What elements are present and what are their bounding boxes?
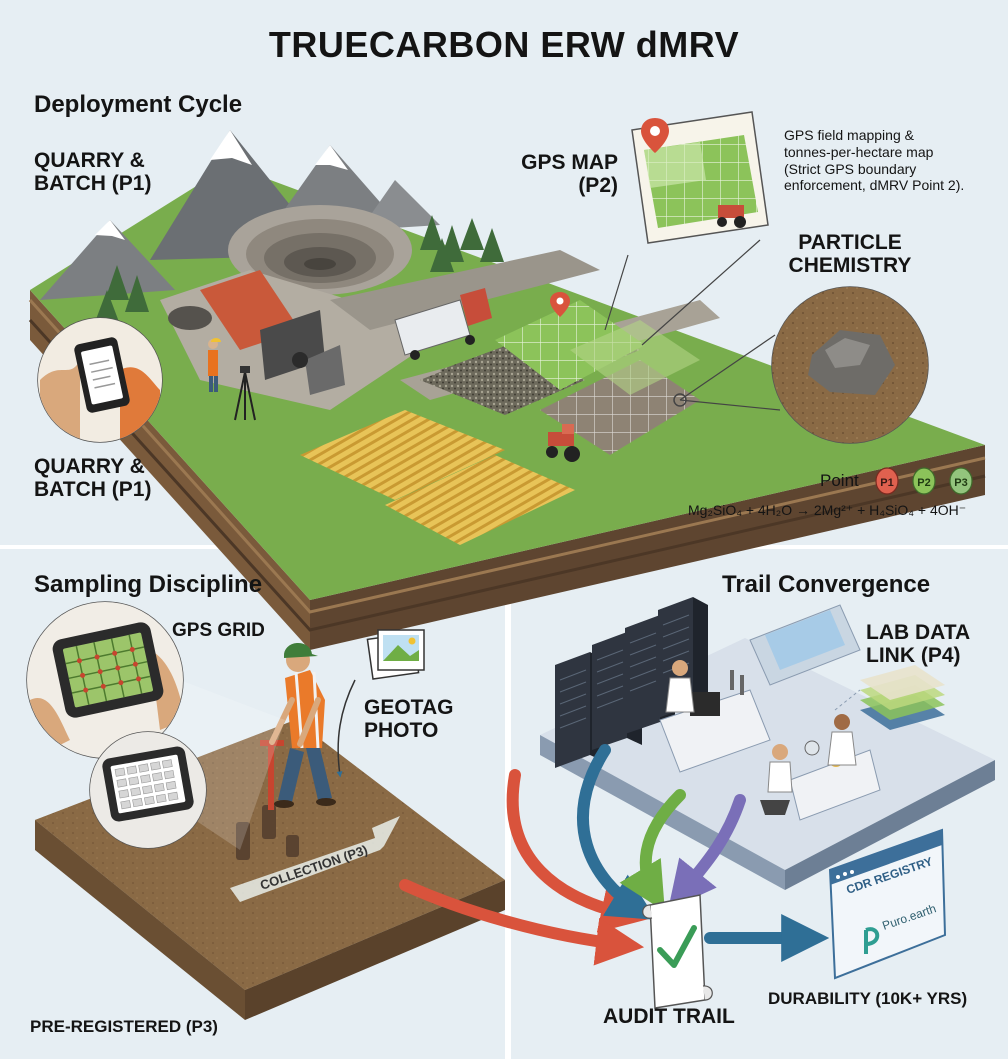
trees <box>95 215 504 322</box>
label-audit-trail: AUDIT TRAIL <box>603 1005 735 1028</box>
section-title-deployment: Deployment Cycle <box>34 91 243 118</box>
field-worker <box>208 338 256 421</box>
sampling-worker <box>260 642 336 810</box>
label-lab-data-link: LAB DATA LINK (P4) <box>866 621 971 667</box>
point-badge-p1-label: P1 <box>880 477 893 489</box>
crusher-machine <box>168 270 345 395</box>
point-badge-p2 <box>912 467 936 495</box>
sample-cores <box>236 805 299 860</box>
point-badge-p3 <box>949 467 973 495</box>
label-durability: DURABILITY (10K+ YRS) <box>768 989 968 1008</box>
chemical-equation: Mg₂SiO₄ + 4H₂O → 2Mg²⁺ + H₄SiO₄ + 4OH⁻ <box>688 502 967 518</box>
label-quarry-batch-top: QUARRY & BATCH (P1) <box>34 149 152 195</box>
label-particle-chemistry: PARTICLE CHEMISTRY <box>788 231 912 277</box>
phone-callout <box>37 317 163 443</box>
tablet-grid-callout <box>26 601 184 759</box>
geotag-pointer-line <box>336 679 356 778</box>
data-layers-icon <box>834 665 945 730</box>
point-legend-label: Point <box>820 471 859 490</box>
cdr-registry-window <box>828 828 947 980</box>
label-quarry-batch-bottom: QUARRY & BATCH (P1) <box>34 455 152 501</box>
audit-trail-document <box>642 894 713 1009</box>
convergence-arrows <box>399 744 830 966</box>
lab-scientists <box>665 660 857 815</box>
check-icon <box>657 925 697 968</box>
puro-logo-icon <box>864 927 880 954</box>
section-title-trail: Trail Convergence <box>722 571 931 598</box>
lab-equipment <box>659 604 881 821</box>
point-badge-p3-label: P3 <box>954 477 967 489</box>
field-pin-icon <box>550 292 570 317</box>
collection-arrow <box>230 816 400 902</box>
particle-chemistry-callout <box>673 286 929 444</box>
gps-map-note: GPS field mapping & tonnes-per-hectare m… <box>784 127 965 194</box>
page-title: TRUECARBON ERW dMRV <box>268 24 740 65</box>
point-badge-p2-label: P2 <box>917 477 930 489</box>
label-geotag-photo: GEOTAG PHOTO <box>364 696 454 742</box>
geotag-photo-icon <box>366 629 425 680</box>
point-badges <box>875 467 973 495</box>
label-gps-map: GPS MAP (P2) <box>521 151 618 197</box>
gps-map-callout <box>604 111 769 346</box>
section-title-sampling: Sampling Discipline <box>34 571 263 598</box>
label-gps-grid: GPS GRID <box>172 620 265 641</box>
label-pre-registered: PRE-REGISTERED (P3) <box>30 1017 218 1036</box>
tablet-keypad-callout <box>89 731 207 849</box>
point-badge-p1 <box>875 467 899 495</box>
quarry-pit <box>228 205 412 295</box>
gps-map-pin-icon <box>641 118 669 153</box>
truck <box>394 288 492 360</box>
tractor-field <box>546 424 580 462</box>
